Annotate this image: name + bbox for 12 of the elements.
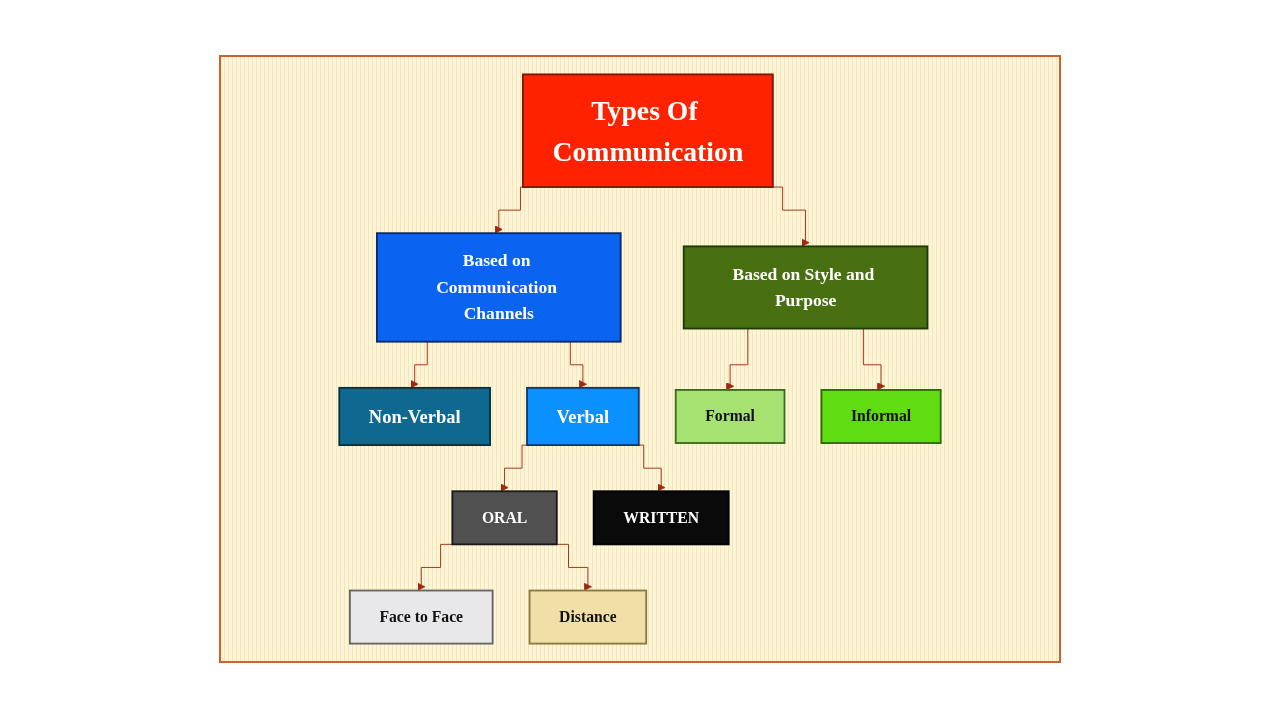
diagram-background: Types Of Communication Based on Communication Channels Based on Style and Purpose Non-Verbal Verbal Formal Informal Face to Face ORAL Distance WRITTEN: [219, 55, 1061, 663]
node-box: [682, 245, 929, 330]
node-box: [338, 386, 491, 447]
node-box: [674, 389, 786, 444]
node-box: [820, 389, 942, 444]
node-box: [526, 386, 640, 447]
node-box: [376, 232, 622, 343]
node-box: [592, 490, 730, 546]
node-box: [528, 589, 648, 645]
node-box: [451, 490, 558, 546]
node-box: [348, 589, 494, 645]
node-box: [522, 73, 774, 188]
